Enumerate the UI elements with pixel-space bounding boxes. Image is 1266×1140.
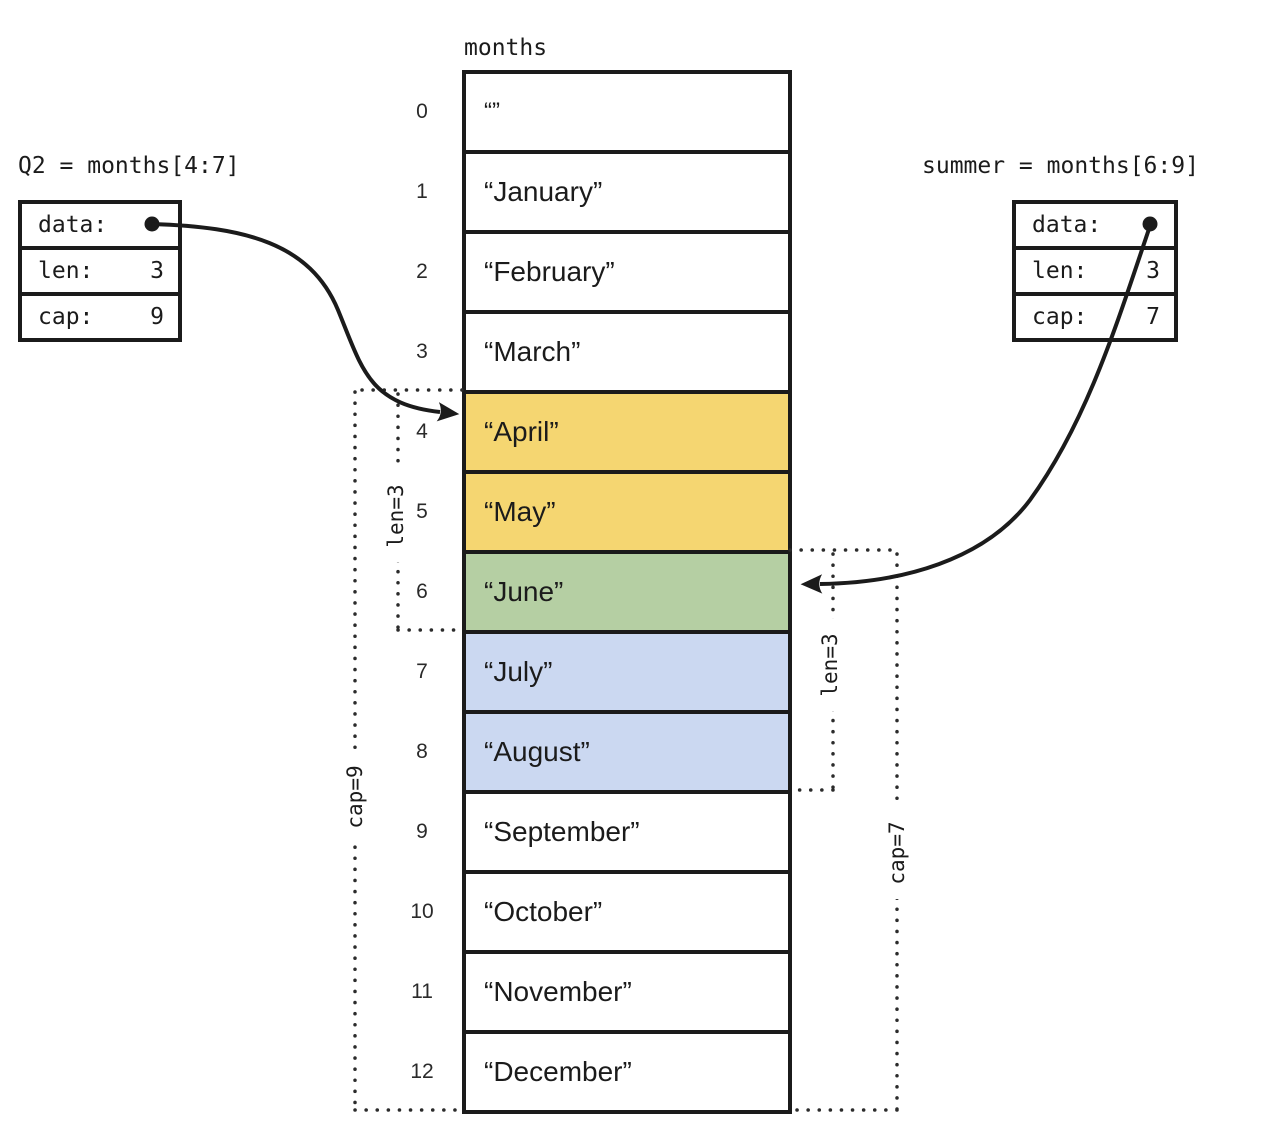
cell-index: 8: [416, 740, 428, 763]
cell-index: 9: [416, 820, 428, 843]
summer-slice-title: summer = months[6:9]: [922, 153, 1199, 179]
summer-len-row: len: 3: [1016, 250, 1174, 296]
q2-cap-label: cap:: [38, 304, 94, 330]
cell-index: 12: [410, 1060, 434, 1083]
array-cell: “October”: [466, 874, 788, 954]
cell-value: “August”: [484, 736, 590, 767]
array-cell: “July”: [466, 634, 788, 714]
months-array: “” “January” “February” “March” “April” …: [462, 70, 792, 1114]
cell-index: 4: [416, 420, 428, 443]
q2-len-label: len:: [38, 258, 94, 284]
cell-value: “November”: [484, 976, 632, 1007]
cell-value: “May”: [484, 496, 556, 527]
array-cell: “September”: [466, 794, 788, 874]
q2-len-value: 3: [150, 258, 164, 284]
summer-cap-label: cap:: [1032, 304, 1088, 330]
summer-cap-row: cap: 7: [1016, 296, 1174, 338]
cell-index: 11: [411, 980, 433, 1003]
q2-slice-title: Q2 = months[4:7]: [18, 153, 240, 179]
cell-index: 10: [410, 900, 434, 923]
array-cell: “November”: [466, 954, 788, 1034]
cell-index: 3: [416, 340, 428, 363]
q2-cap-bracket-label: cap=9: [342, 751, 368, 843]
summer-slice-struct: data: len: 3 cap: 7: [1012, 200, 1178, 342]
cell-index: 7: [416, 660, 428, 683]
q2-len-bracket-label: len=3: [383, 470, 409, 562]
array-cell: “February”: [466, 234, 788, 314]
cell-value: “July”: [484, 656, 553, 687]
summer-len-value: 3: [1146, 258, 1160, 284]
q2-len-row: len: 3: [22, 250, 178, 296]
cell-value: “February”: [484, 256, 615, 287]
summer-cap-value: 7: [1146, 304, 1160, 330]
cell-value: “March”: [484, 336, 581, 367]
q2-data-row: data:: [22, 204, 178, 250]
cell-value: “December”: [484, 1056, 632, 1087]
array-cell: “”: [466, 74, 788, 154]
cell-value: “June”: [484, 576, 564, 607]
summer-len-bracket-label: len=3: [817, 619, 843, 711]
array-cell: “August”: [466, 714, 788, 794]
summer-len-bracket-line: [788, 548, 899, 792]
summer-cap-bracket-label: cap=7: [884, 807, 910, 899]
array-cell: “March”: [466, 314, 788, 394]
q2-cap-row: cap: 9: [22, 296, 178, 338]
array-cell: “December”: [466, 1034, 788, 1110]
cell-index: 0: [416, 100, 428, 123]
cell-index: 2: [416, 260, 428, 283]
array-title: months: [464, 35, 548, 61]
array-cell: “April”: [466, 394, 788, 474]
cell-value: “October”: [484, 896, 603, 927]
cell-index: 6: [416, 580, 428, 603]
cell-index: 1: [416, 180, 428, 203]
summer-len-label: len:: [1032, 258, 1088, 284]
q2-cap-value: 9: [150, 304, 164, 330]
q2-slice-struct: data: len: 3 cap: 9: [18, 200, 182, 342]
q2-data-label: data:: [38, 212, 108, 238]
summer-cap-bracket-line: [788, 552, 899, 1112]
summer-data-label: data:: [1032, 212, 1102, 238]
cell-value: “”: [484, 98, 500, 125]
array-cell: “May”: [466, 474, 788, 554]
cell-value: “January”: [484, 176, 603, 207]
summer-data-row: data:: [1016, 204, 1174, 250]
cell-value: “April”: [484, 416, 559, 447]
array-cell: “January”: [466, 154, 788, 234]
array-cell: “June”: [466, 554, 788, 634]
cell-value: “September”: [484, 816, 640, 847]
